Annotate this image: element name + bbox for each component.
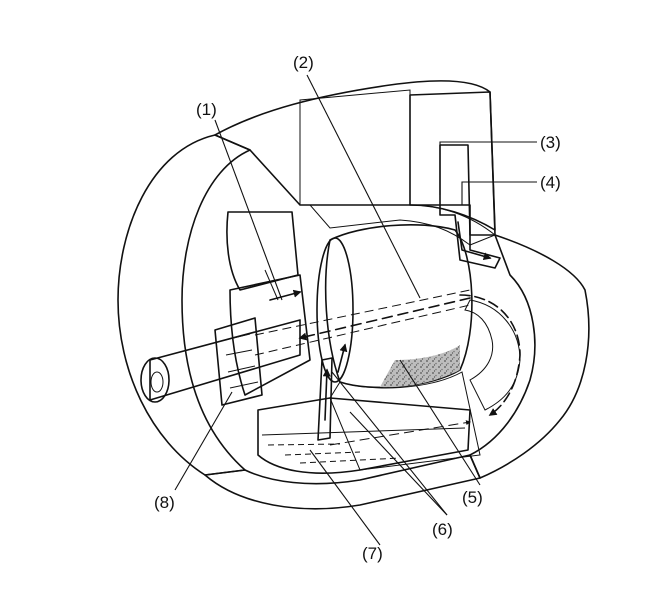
- bearing-oil-arrow: [269, 289, 302, 301]
- leader-1: [214, 119, 283, 301]
- oil-up-arrow: [322, 368, 331, 421]
- label-5: (5): [462, 488, 483, 507]
- oil-surface-marks: [267, 443, 401, 464]
- rotor: [308, 204, 496, 471]
- oil-return-flow: [329, 420, 471, 446]
- leader-3: [439, 141, 537, 195]
- shaft-bore-line: [254, 304, 471, 356]
- leader-5: [399, 359, 481, 486]
- oil-feed-pipe: [317, 357, 333, 441]
- oil-sump: [257, 397, 471, 474]
- housing: [117, 80, 590, 510]
- leader-lines: [174, 74, 537, 546]
- housing-top-window: [226, 211, 299, 291]
- bearing-rollers: [224, 333, 259, 389]
- leader-8: [174, 391, 233, 491]
- stator-bottom: [329, 371, 481, 471]
- oil-right-loop: [459, 294, 521, 416]
- label-4: (4): [540, 173, 561, 192]
- label-6: (6): [432, 520, 453, 539]
- housing-top-cutface: [299, 89, 411, 206]
- housing-right-shell: [469, 234, 590, 479]
- stator-top: [308, 204, 496, 246]
- housing-bottom-shell: [204, 454, 481, 510]
- label-8: (8): [154, 493, 175, 512]
- label-3: (3): [540, 133, 561, 152]
- rotor-shading: [380, 345, 460, 388]
- housing-right-cutface: [409, 91, 496, 236]
- oil-level-line: [261, 427, 466, 436]
- label-7: (7): [362, 544, 383, 563]
- oil-spray-arrow: [337, 343, 348, 373]
- oil-outlet-pipe: [439, 204, 501, 269]
- label-2: (2): [293, 53, 314, 72]
- bearing-oil-jet: [264, 269, 279, 301]
- shaft-body: [149, 319, 301, 401]
- shaft: [140, 289, 471, 406]
- housing-right-cavity: [464, 299, 521, 411]
- leader-6a: [331, 371, 448, 516]
- leader-2: [306, 74, 421, 299]
- housing-top-shell: [214, 80, 496, 231]
- left-end-plate: [229, 274, 311, 396]
- shaft-end: [140, 357, 170, 403]
- leader-6b: [349, 411, 448, 516]
- leader-4: [461, 181, 537, 205]
- oil-outlet-arrow: [457, 221, 492, 261]
- bearing: [214, 317, 263, 406]
- rotor-face: [316, 237, 354, 383]
- oil-shaft-flow: [298, 297, 471, 341]
- leader-7: [309, 449, 381, 546]
- label-1: (1): [196, 100, 217, 119]
- labels: (1) (2) (3) (4) (5) (6) (7) (8): [154, 53, 561, 563]
- shaft-centerline: [254, 289, 471, 336]
- oil-flow: [264, 204, 521, 446]
- shaft-bore: [150, 371, 164, 393]
